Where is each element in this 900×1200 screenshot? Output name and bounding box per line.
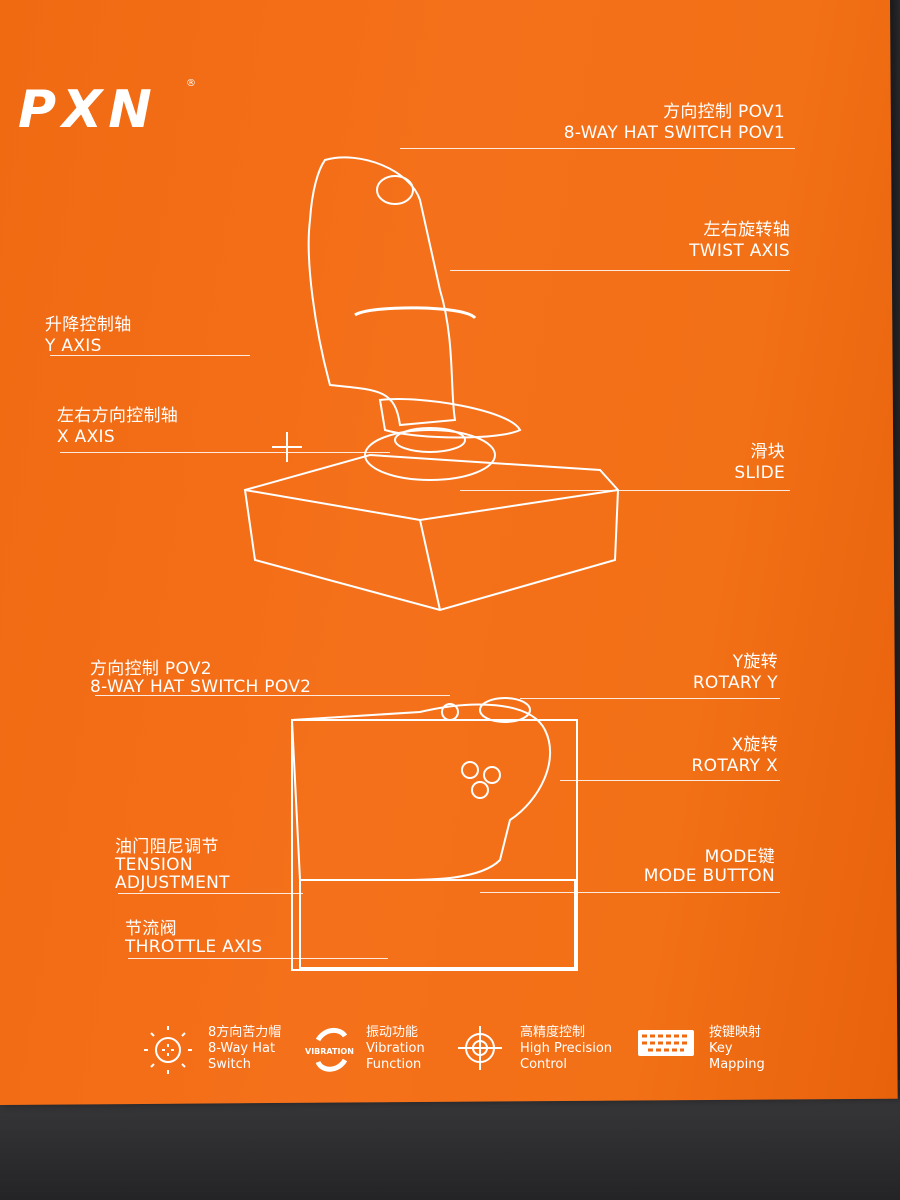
throttle-base: [299, 879, 576, 969]
pov1-leader-line: [400, 148, 795, 149]
hat-switch-icon: [144, 1026, 192, 1074]
keyboard-icon: [638, 1030, 694, 1056]
vibration-icon: [315, 1028, 348, 1072]
registered-mark: ®: [186, 78, 196, 89]
tension-leader-line: [118, 893, 303, 894]
rotary-y-leader-line: [520, 698, 780, 699]
y-axis-leader-line: [50, 355, 250, 356]
joystick-base-plate: [378, 398, 522, 439]
vibration-icon-text: VIBRATION: [305, 1047, 354, 1056]
x-axis-leader-line: [60, 452, 390, 453]
mode-leader-line: [480, 892, 780, 893]
joystick-base: [243, 453, 620, 612]
rotary-x-leader-line: [560, 780, 780, 781]
twist-leader-line: [450, 270, 790, 271]
throttle-body: [290, 703, 551, 881]
crosshair-icon: [458, 1026, 502, 1070]
joystick-collar: [364, 429, 496, 481]
throttle-leader-line: [128, 958, 388, 959]
slide-leader-line: [460, 490, 790, 491]
pxn-logo: PXN: [18, 80, 158, 140]
pov2-leader-line: [95, 695, 450, 696]
